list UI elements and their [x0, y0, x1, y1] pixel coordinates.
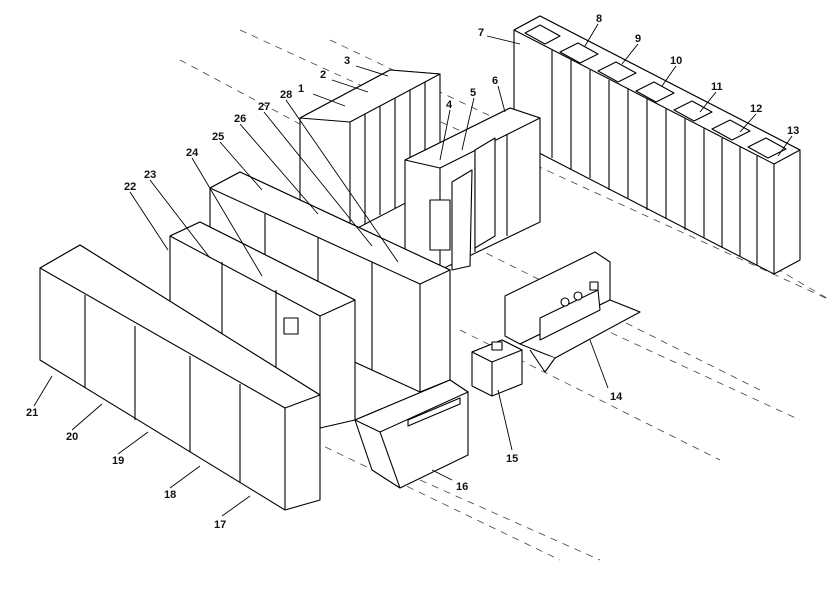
callout-10: 10 [670, 55, 682, 67]
callout-23: 23 [144, 169, 156, 181]
callout-24: 24 [186, 147, 199, 159]
callout-25: 25 [212, 131, 224, 143]
callout-8: 8 [596, 13, 602, 25]
callout-7: 7 [478, 27, 484, 39]
callout-4: 4 [446, 99, 453, 111]
unit-16 [354, 379, 469, 489]
callout-1: 1 [298, 83, 304, 95]
callout-9: 9 [635, 33, 641, 45]
callout-12: 12 [750, 103, 762, 115]
cabinet-row-4-6 [404, 107, 541, 271]
callout-27: 27 [258, 101, 270, 113]
cabinet-row-22-28 [169, 171, 451, 429]
callout-5: 5 [470, 87, 476, 99]
callout-26: 26 [234, 113, 246, 125]
callout-3: 3 [344, 55, 350, 67]
callout-21: 21 [26, 407, 38, 419]
callout-16: 16 [456, 481, 468, 493]
cabinet-row-17-21 [39, 244, 321, 511]
callout-22: 22 [124, 181, 136, 193]
callout-11: 11 [711, 81, 723, 93]
callout-18: 18 [164, 489, 176, 501]
callout-6: 6 [492, 75, 498, 87]
callout-13: 13 [787, 125, 799, 137]
leader-lines [33, 23, 793, 517]
callout-2: 2 [320, 69, 326, 81]
callout-14: 14 [610, 391, 623, 403]
callout-labels: 1 2 3 4 5 6 7 8 9 10 11 12 13 14 15 16 1… [26, 13, 799, 531]
console-14 [504, 251, 641, 373]
callout-19: 19 [112, 455, 124, 467]
callout-20: 20 [66, 431, 78, 443]
callout-28: 28 [280, 89, 292, 101]
callout-17: 17 [214, 519, 226, 531]
callout-15: 15 [506, 453, 518, 465]
unit-15 [471, 339, 523, 397]
cabinet-row-7-13 [513, 15, 801, 275]
